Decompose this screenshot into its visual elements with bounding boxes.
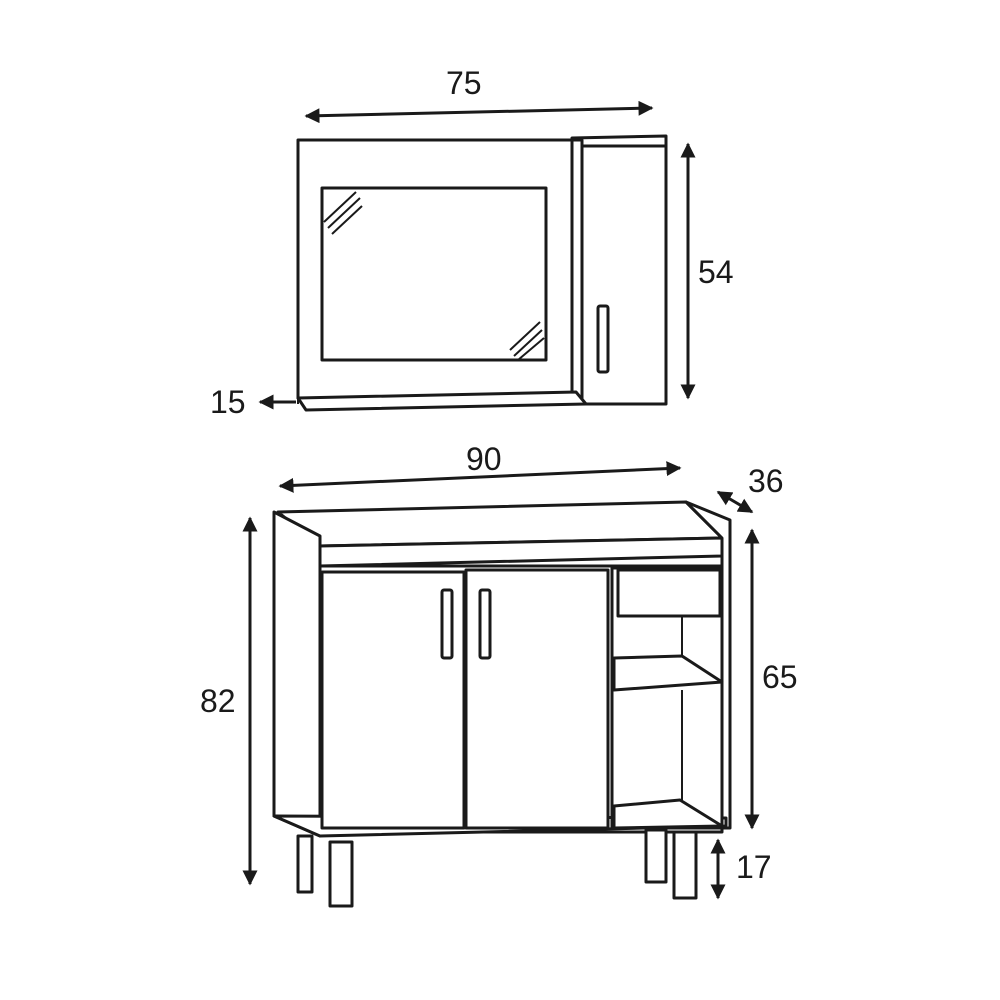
side-cabinet-handle xyxy=(596,304,610,374)
cabinet-right-side xyxy=(684,500,732,830)
drawer xyxy=(616,568,722,618)
leg-front-left xyxy=(328,840,354,908)
mirror-shelf xyxy=(296,390,588,412)
mirror-glass xyxy=(320,186,548,362)
cabinet-total-height-label: 82 xyxy=(200,683,236,719)
mirror-unit xyxy=(296,134,668,412)
base-cabinet xyxy=(272,500,732,838)
mirror-width-dimension xyxy=(304,100,654,124)
mirror-glare-bottom xyxy=(509,321,545,361)
middle-shelf xyxy=(612,654,724,692)
mirror-width-label: 75 xyxy=(446,65,482,101)
cabinet-width-dimension xyxy=(278,461,682,493)
cabinet-depth-dimension xyxy=(716,490,754,514)
left-door xyxy=(320,570,466,830)
leg-back-right xyxy=(644,828,668,884)
mirror-height-label: 54 xyxy=(698,254,734,290)
left-door-handle xyxy=(440,588,454,660)
mirror-glare-top xyxy=(323,191,363,235)
right-door-handle xyxy=(478,588,492,660)
shelf-depth-label: 15 xyxy=(210,384,246,420)
side-cabinet-door xyxy=(580,144,668,406)
cabinet-legs xyxy=(296,828,698,908)
bottom-shelf xyxy=(612,798,724,830)
cabinet-left-side xyxy=(272,510,322,838)
leg-front-right xyxy=(672,830,698,900)
cabinet-depth-label: 36 xyxy=(748,463,784,499)
leg-back-left xyxy=(296,834,314,894)
cabinet-width-label: 90 xyxy=(466,441,502,477)
cabinet-body-height-label: 65 xyxy=(762,659,798,695)
leg-height-label: 17 xyxy=(736,849,772,885)
